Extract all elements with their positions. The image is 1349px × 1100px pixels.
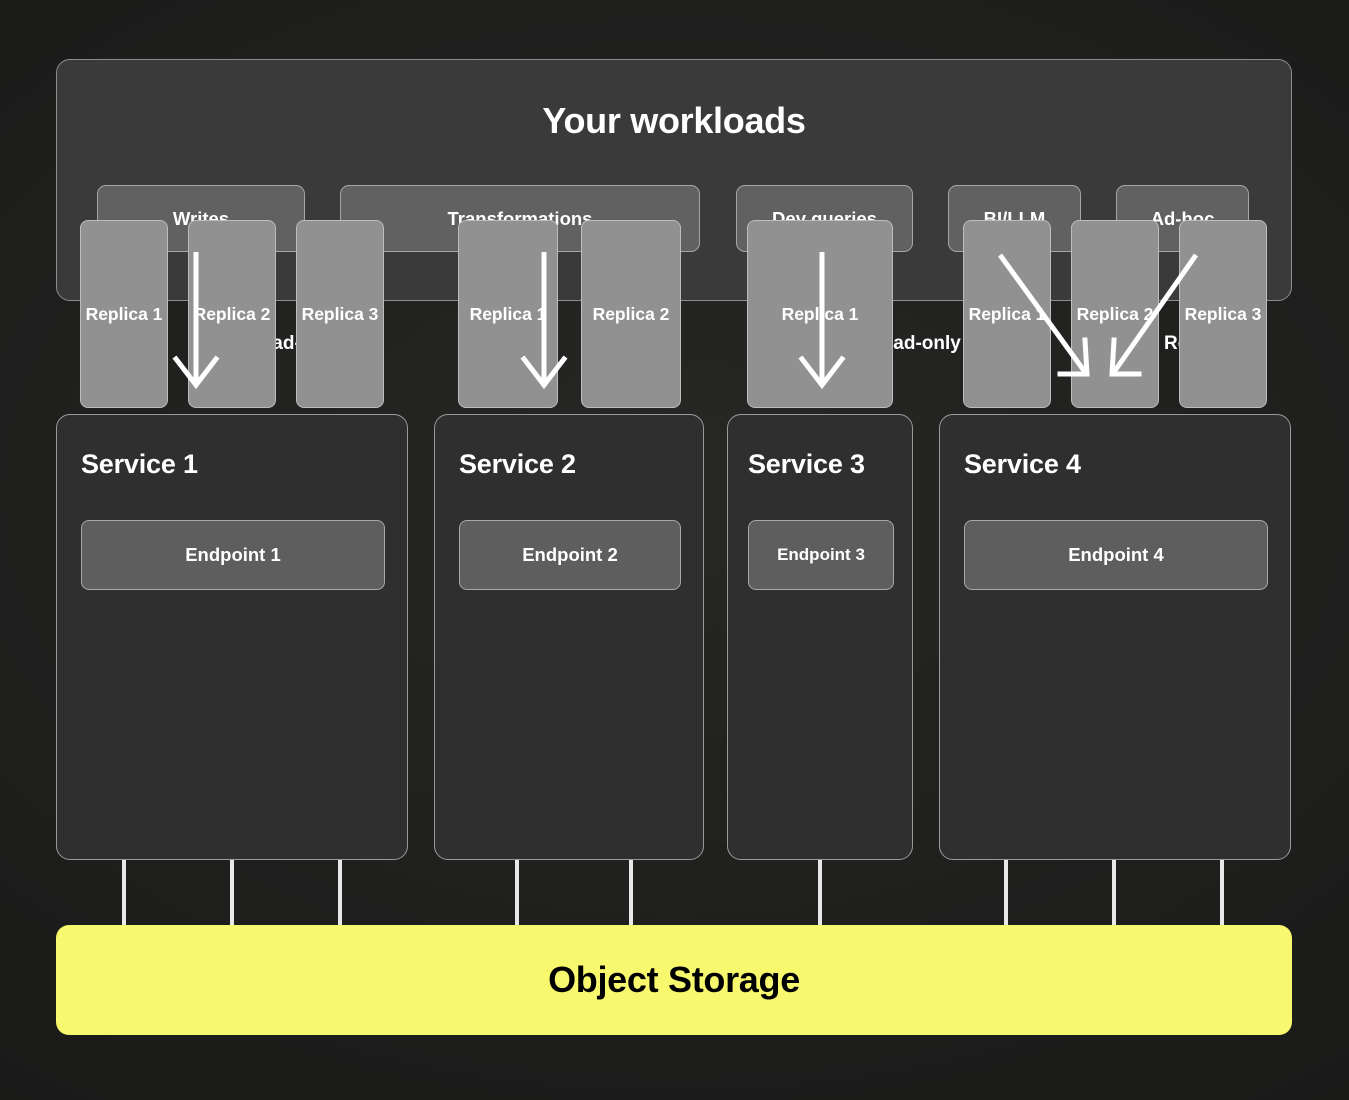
replica-box[interactable]: Replica 1	[747, 220, 893, 408]
endpoint-box[interactable]: Endpoint 1	[81, 520, 385, 590]
object-storage-label: Object Storage	[548, 959, 800, 1000]
object-storage-bar[interactable]: Object Storage	[56, 925, 1292, 1035]
replica-box[interactable]: Replica 2	[581, 220, 681, 408]
endpoint-box[interactable]: Endpoint 4	[964, 520, 1268, 590]
replica-label: Replica 1	[85, 303, 163, 324]
service-title: Service 2	[459, 449, 576, 479]
replica-label: Replica 3	[1184, 303, 1262, 324]
replica-label: Replica 1	[469, 303, 547, 324]
replica-box[interactable]: Replica 2	[188, 220, 276, 408]
endpoint-label: Endpoint 2	[522, 544, 618, 565]
endpoint-box[interactable]: Endpoint 3	[748, 520, 894, 590]
replica-box[interactable]: Replica 1	[458, 220, 558, 408]
replica-label: Replica 2	[193, 303, 271, 324]
replica-box[interactable]: Replica 3	[296, 220, 384, 408]
service-box-1[interactable]: Service 1 Endpoint 1	[56, 414, 408, 860]
replica-label: Replica 3	[301, 303, 379, 324]
endpoint-label: Endpoint 4	[1068, 544, 1164, 565]
workloads-title: Your workloads	[542, 100, 806, 141]
replica-box[interactable]: Replica 3	[1179, 220, 1267, 408]
endpoint-box[interactable]: Endpoint 2	[459, 520, 681, 590]
replica-label: Replica 1	[781, 303, 859, 324]
storage-connectors	[122, 860, 1224, 925]
service-title: Service 3	[748, 449, 865, 479]
service-title: Service 1	[81, 449, 198, 479]
service-box-3[interactable]: Service 3 Endpoint 3	[727, 414, 913, 860]
replica-box[interactable]: Replica 1	[963, 220, 1051, 408]
replica-box[interactable]: Replica 1	[80, 220, 168, 408]
service-box-2[interactable]: Service 2 Endpoint 2	[434, 414, 704, 860]
service-box-4[interactable]: Service 4 Endpoint 4	[939, 414, 1291, 860]
endpoint-label: Endpoint 3	[777, 545, 865, 564]
replica-label: Replica 2	[592, 303, 670, 324]
service-title: Service 4	[964, 449, 1081, 479]
endpoint-label: Endpoint 1	[185, 544, 281, 565]
replica-label: Replica 2	[1076, 303, 1154, 324]
replica-label: Replica 1	[968, 303, 1046, 324]
replica-box[interactable]: Replica 2	[1071, 220, 1159, 408]
